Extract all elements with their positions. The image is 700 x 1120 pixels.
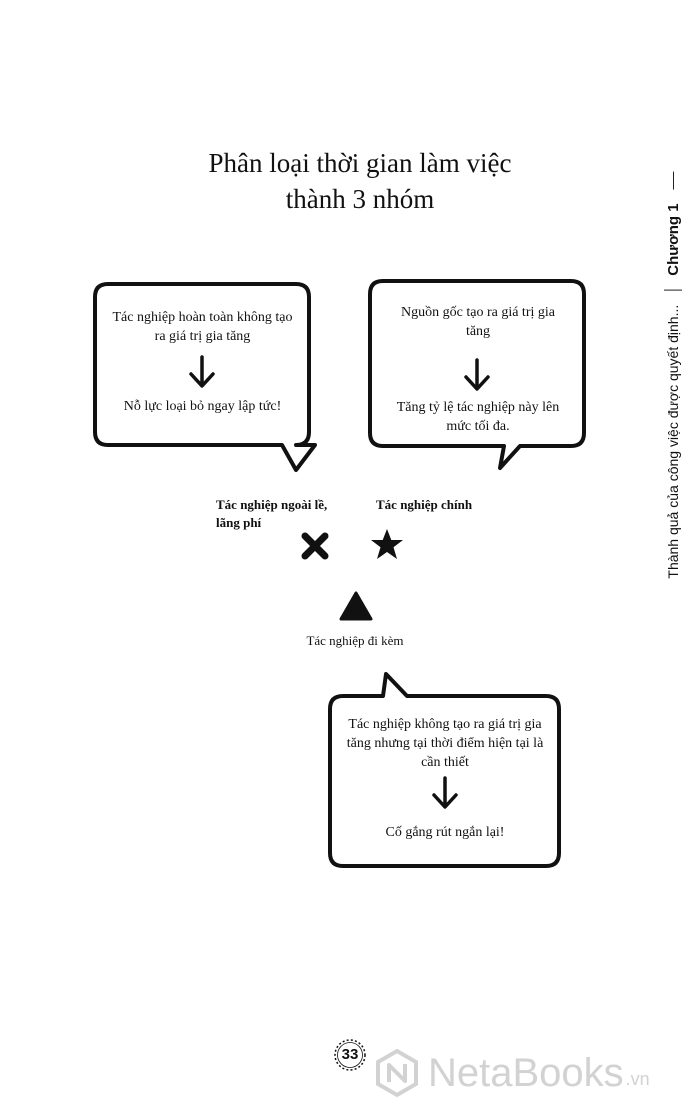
speech-bubble-1-top-text: Tác nghiệp hoàn toàn không tạo ra giá tr… [112, 310, 293, 344]
label-incidental-work: Tác nghiệp đi kèm [306, 633, 404, 648]
speech-bubble-2-bottom-text: Tăng tỷ lệ tác nghiệp này lên mức tối đa… [396, 400, 560, 434]
sidebar-rule [672, 171, 674, 190]
page-number: 33 [341, 1046, 359, 1063]
speech-bubble-3-top-text: Tác nghiệp không tạo ra giá trị gia tăng… [346, 717, 544, 770]
chapter-sidebar: Thành quả của công việc được quyết định.… [648, 130, 698, 620]
star-icon [371, 529, 403, 559]
arrow-down-icon [464, 358, 490, 391]
speech-bubble-2-outline [368, 279, 586, 470]
netabooks-logo-icon [376, 1048, 418, 1098]
sidebar-divider [664, 289, 682, 291]
speech-bubble-2-top-text: Nguồn gốc tạo ra giá trị gia tăng [401, 305, 555, 339]
watermark: NetaBooks .vn [372, 1048, 650, 1098]
cross-icon [301, 532, 329, 560]
label-waste-work: Tác nghiệp ngoài lề, lãng phí [216, 497, 328, 530]
watermark-brand: NetaBooks [428, 1050, 624, 1095]
arrow-down-icon [432, 776, 458, 809]
page-title-line-1: Phân loại thời gian làm việc [208, 148, 512, 178]
running-title: Thành quả của công việc được quyết định.… [665, 304, 681, 579]
page-number-badge-icon [334, 1039, 366, 1071]
chapter-label: Chương 1 [664, 203, 682, 276]
triangle-icon [339, 591, 373, 621]
speech-bubble-1-bottom-text: Nỗ lực loại bỏ ngay lập tức! [123, 399, 282, 414]
speech-bubble-3-bottom-text: Cố gắng rút ngắn lại! [385, 825, 505, 840]
speech-bubble-1-outline [93, 282, 317, 472]
page-title: Phân loại thời gian làm việc thành 3 nhó… [150, 145, 570, 217]
page-title-line-2: thành 3 nhóm [285, 184, 435, 214]
arrow-down-icon [189, 355, 215, 388]
label-main-work: Tác nghiệp chính [376, 497, 473, 512]
speech-bubble-3-outline [328, 672, 561, 868]
watermark-suffix: .vn [625, 1069, 650, 1089]
